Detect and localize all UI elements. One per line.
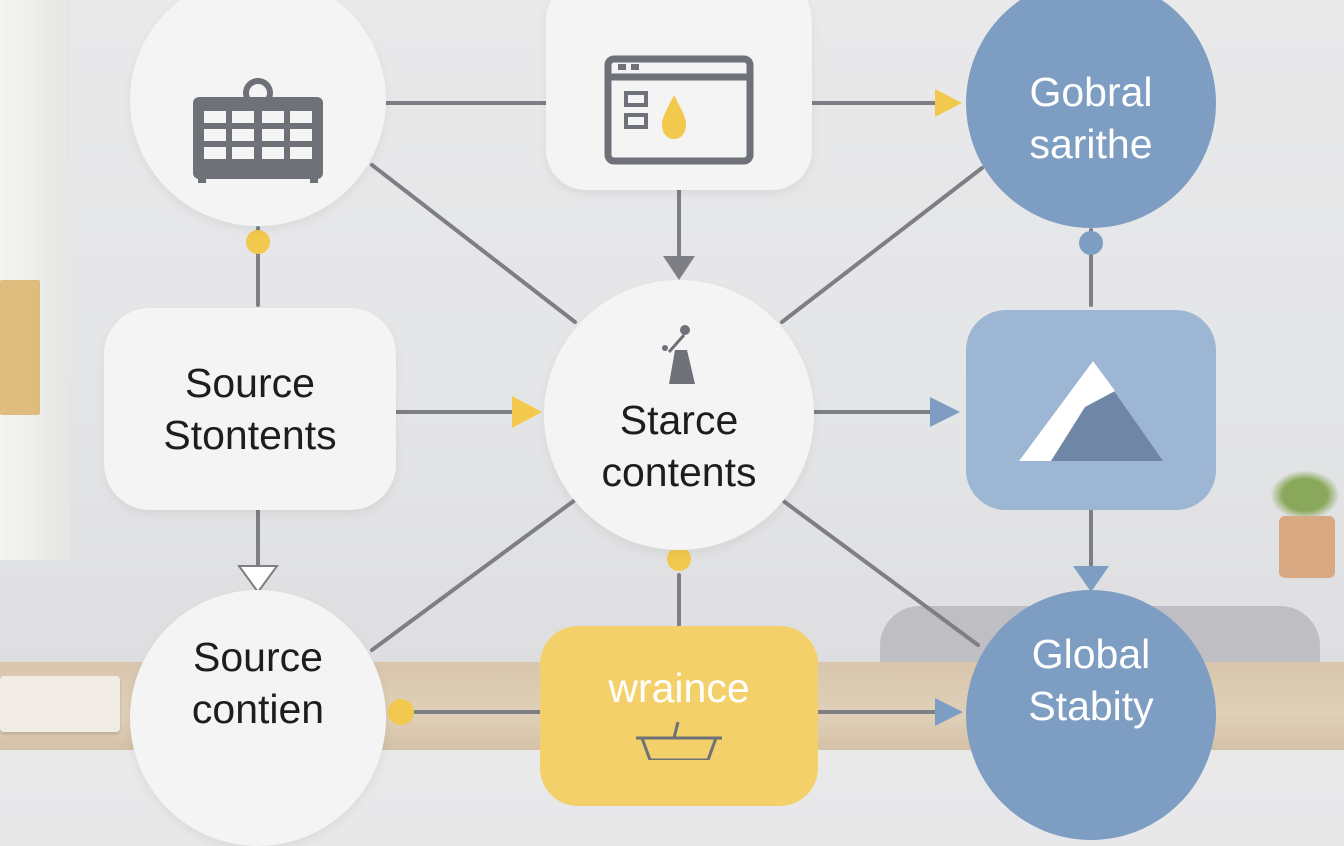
arrowhead-mountain (930, 397, 960, 427)
node-gobral-sarithe[interactable]: Gobral sarithe (966, 0, 1216, 228)
mountain-icon (1019, 361, 1163, 461)
node-window[interactable] (546, 0, 812, 190)
background-book (0, 676, 120, 732)
dot-sourcecontien (388, 699, 414, 725)
node-grid-calendar[interactable] (130, 0, 386, 226)
background-plant-pot (1279, 516, 1335, 578)
background-plant-leaves (1270, 470, 1340, 520)
node-global-stabity[interactable]: Global Stabity (966, 590, 1216, 840)
source-stontents-line2: Stontents (163, 412, 337, 458)
node-wraince[interactable]: wraince (540, 626, 818, 806)
global-stabity-line2: Stabity (1028, 683, 1154, 729)
node-starce-contents[interactable]: Starce contents (544, 280, 814, 550)
dot-topleft (246, 230, 270, 254)
node-source-contien[interactable]: Source contien (130, 590, 386, 846)
starce-contents-line1: Starce (619, 397, 739, 443)
figure-icon (662, 325, 695, 384)
source-contien-line2: contien (191, 686, 325, 732)
gobral-sarithe-line1: Gobral (1029, 69, 1153, 115)
source-contien-line1: Source (193, 634, 323, 680)
link-starce-sourcecontien (370, 498, 577, 652)
arrowhead-gobral (935, 89, 962, 117)
arrowhead-sourcecontien (237, 565, 279, 594)
dot-starce-bottom (667, 547, 691, 571)
link-topleft-starce (370, 163, 577, 324)
link-starce-global (780, 498, 980, 647)
arrowhead-starce-left (512, 396, 542, 428)
global-stabity-line1: Global (1031, 631, 1151, 677)
starce-contents-line2: contents (601, 449, 757, 495)
arrowhead-global-top (1073, 566, 1109, 592)
grid-calendar-icon (193, 78, 323, 183)
wraince-label: wraince (608, 665, 750, 711)
background-picture-frame (0, 280, 40, 415)
window-drop-icon (604, 55, 754, 165)
arrowhead-global-bottom (935, 698, 963, 726)
dot-gobral (1079, 231, 1103, 255)
connector-layer (237, 89, 1109, 726)
source-stontents-line1: Source (185, 360, 315, 406)
link-gobral-starce (780, 166, 984, 324)
node-source-stontents[interactable]: Source Stontents (104, 308, 396, 510)
arrowhead-starce-top (663, 256, 695, 280)
node-mountain[interactable] (966, 310, 1216, 510)
basket-icon (636, 721, 722, 760)
gobral-sarithe-line2: sarithe (1029, 121, 1153, 167)
